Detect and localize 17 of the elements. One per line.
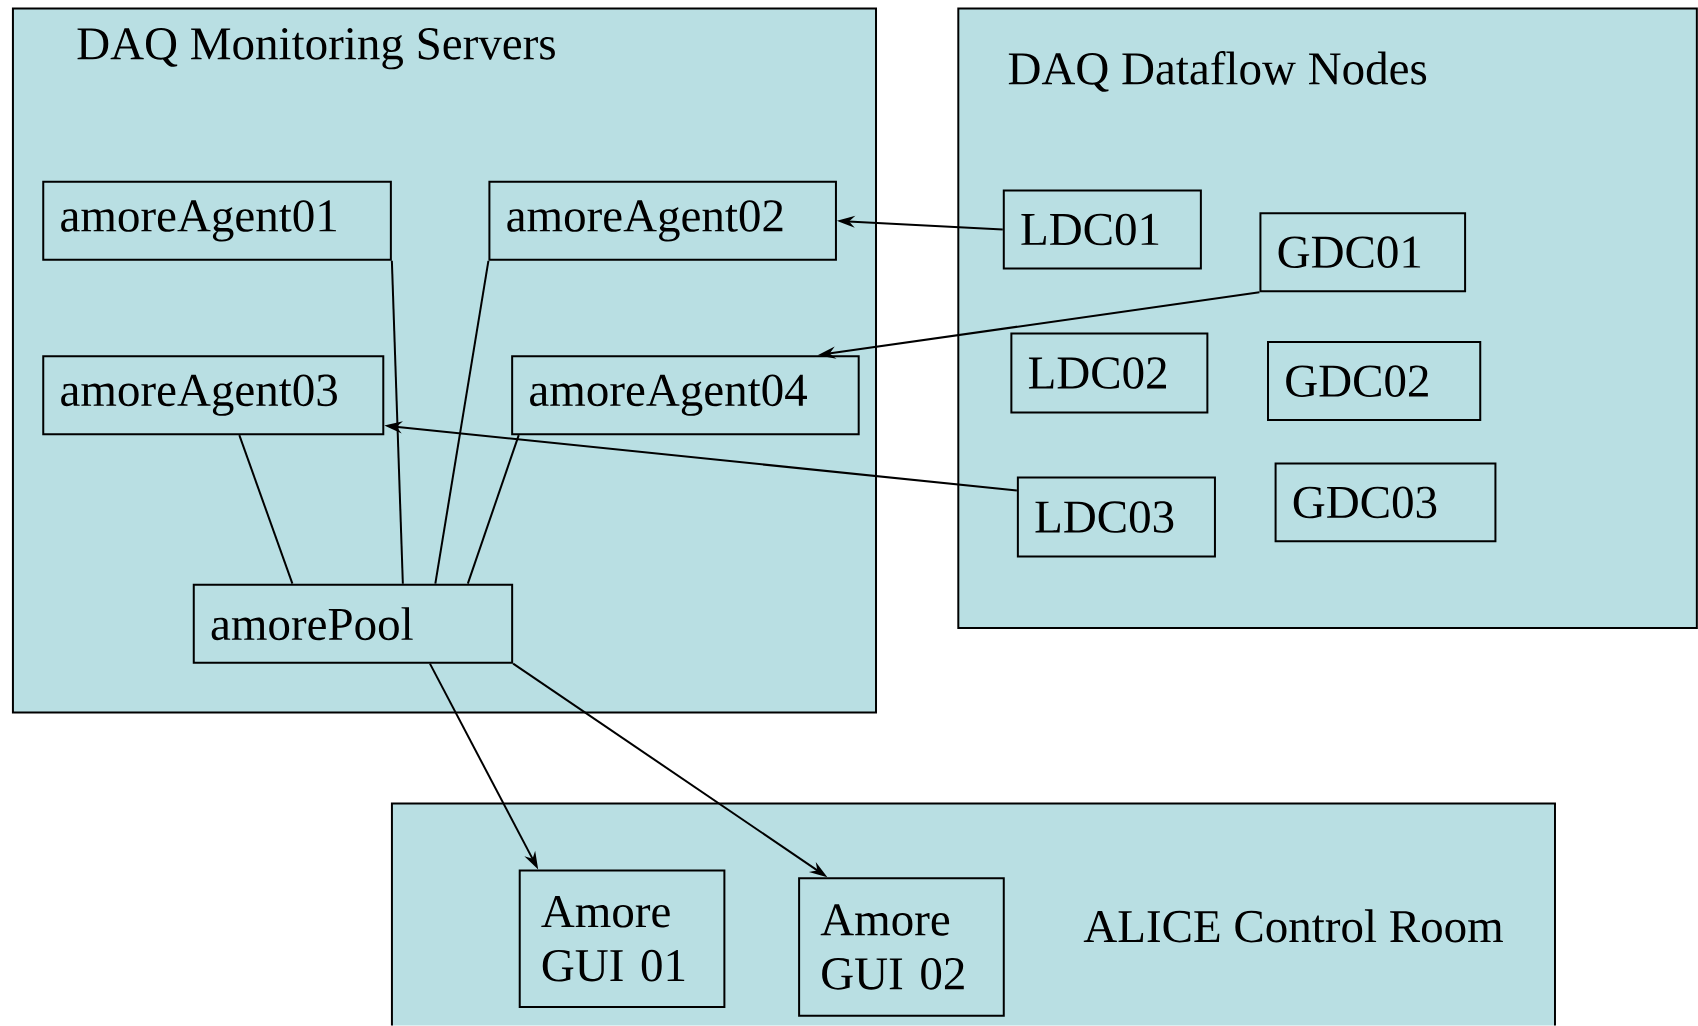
process-box: LDC03 — [1016, 476, 1216, 558]
process-box: amoreAgent03 — [42, 355, 385, 436]
process-box: amoreAgent04 — [511, 355, 860, 436]
process-box: GDC03 — [1274, 462, 1497, 543]
process-box: amorePool — [192, 583, 514, 664]
process-box: GDC01 — [1259, 212, 1467, 293]
process-box: amoreAgent01 — [42, 181, 392, 262]
process-box: amoreAgent02 — [488, 181, 837, 262]
process-box: LDC01 — [1002, 189, 1202, 270]
process-box: GDC02 — [1267, 341, 1482, 422]
process-box: Amore GUI 01 — [518, 869, 726, 1009]
connector-line — [434, 260, 490, 585]
process-box: LDC02 — [1010, 332, 1209, 414]
process-box: Amore GUI 02 — [798, 877, 1005, 1017]
connector-line — [390, 260, 404, 585]
connector-line — [466, 434, 520, 585]
connector-line — [238, 434, 294, 585]
